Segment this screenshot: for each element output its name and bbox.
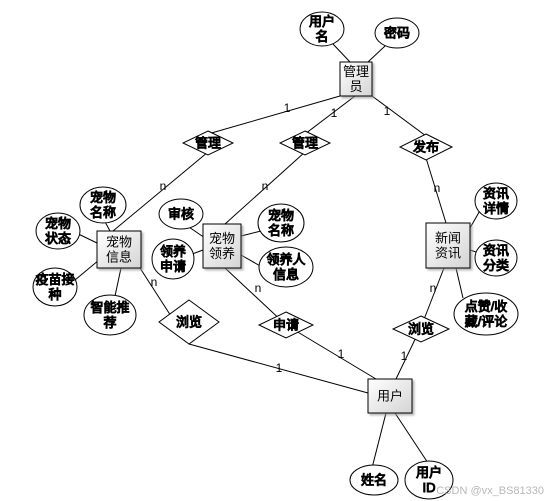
entity-label-pet: 宠物信息 (106, 235, 132, 265)
entity-adopt (202, 223, 242, 269)
attribute-label-adopt-apply: 领养申请 (160, 244, 186, 274)
entity-admin (339, 61, 373, 97)
line-manage2-adopt (224, 151, 306, 225)
cardinality-admin-manage-adopt: 1 (331, 106, 338, 120)
cardinality-browse-user: 1 (276, 361, 283, 375)
line-manage1-pet (112, 151, 209, 232)
line-recommend-pet (114, 267, 122, 297)
relationship-browse-news (391, 315, 451, 343)
line-password-admin (367, 45, 386, 63)
attribute-review (158, 198, 204, 230)
attribute-label-adopter-info: 领养人信息 (266, 252, 305, 282)
line-adopt-apply (224, 267, 287, 326)
relationship-label-apply: 申请 (273, 318, 299, 333)
relationship-manage-pet (181, 130, 235, 156)
attribute-label-vaccine: 疫苗接种 (35, 272, 74, 302)
line-user-name (371, 412, 387, 469)
cardinality-pet-browse: n (151, 275, 158, 289)
attribute-vaccine (32, 267, 78, 307)
cardinality-news-browse: n (430, 281, 437, 295)
attribute-recommend (83, 294, 137, 336)
attribute-label-interactions: 点赞/收藏/评论 (465, 299, 508, 329)
attribute-pet-name-1 (79, 186, 127, 224)
entity-label-admin: 管理员 (343, 64, 369, 94)
relationship-browse-pet (158, 299, 220, 345)
line-publish-news (425, 157, 447, 224)
attribute-interactions (453, 292, 519, 336)
line-browse-user (188, 343, 369, 394)
relationship-publish (398, 133, 454, 161)
relationship-apply (257, 311, 315, 339)
attribute-label-user-name: 姓名 (361, 473, 387, 488)
attribute-label-pet-name-1: 宠物名称 (90, 190, 116, 220)
attribute-news-category (474, 239, 518, 277)
cardinality-manage-adopt-adopt: n (262, 179, 269, 193)
attribute-label-pet-name-2: 宠物名称 (268, 208, 294, 238)
attribute-user-id (404, 460, 454, 500)
line-admin-manage2 (304, 95, 356, 135)
entity-label-adopt: 宠物领养 (209, 231, 235, 261)
attribute-label-username: 用户名 (309, 14, 335, 44)
entity-news (425, 222, 471, 269)
attribute-username (299, 11, 345, 47)
relationship-label-publish: 发布 (413, 140, 439, 155)
line-username-admin (332, 43, 351, 63)
entity-pet (96, 230, 142, 269)
entity-label-news: 新闻资讯 (435, 231, 461, 261)
line-adopterinfo-adopt (240, 254, 263, 268)
attribute-news-detail (474, 182, 518, 220)
line-admin-publish (371, 95, 427, 137)
attribute-label-pet-status: 宠物状态 (45, 216, 71, 246)
line-news-browse (420, 267, 445, 328)
entity-user (367, 378, 413, 414)
cardinality-adopt-apply: n (255, 281, 262, 295)
line-user-id (394, 412, 429, 464)
attribute-label-review: 审核 (168, 207, 194, 222)
attribute-user-name (349, 464, 399, 496)
line-vaccine-pet (74, 259, 100, 281)
attribute-label-news-detail: 资讯详情 (483, 186, 509, 216)
line-admin-manage1 (207, 95, 341, 135)
cardinality-apply-user: 1 (338, 347, 345, 361)
line-apply-user (285, 324, 377, 380)
relationship-label-browse-news: 浏览 (408, 322, 434, 337)
connector-lines (69, 43, 487, 469)
attribute-adopt-apply (151, 238, 195, 280)
cardinality-browse-news-user: 1 (401, 349, 408, 363)
cardinality-publish-news: n (434, 181, 441, 195)
line-interactions-news (455, 267, 464, 299)
relationship-label-browse-pet: 浏览 (176, 315, 202, 330)
relationship-label-manage-pet: 管理 (195, 136, 221, 151)
relationship-label-manage-adopt: 管理 (292, 136, 318, 151)
cardinality-admin-manage-pet: 1 (284, 101, 291, 115)
attribute-pet-name-2 (257, 203, 305, 243)
attribute-password (374, 17, 420, 49)
attribute-pet-status (35, 212, 81, 250)
attribute-label-news-category: 资讯分类 (483, 243, 509, 273)
relationship-manage-adopt (278, 130, 332, 156)
watermark: CSDN @vx_BS81330 (436, 485, 544, 497)
attribute-adopter-info (258, 246, 314, 288)
attribute-label-password: 密码 (384, 26, 410, 41)
cardinality-manage-pet-pet: n (160, 179, 167, 193)
cardinality-admin-publish: 1 (384, 104, 391, 118)
attribute-label-recommend: 智能推荐 (90, 300, 129, 330)
entity-label-user: 用户 (377, 389, 403, 404)
